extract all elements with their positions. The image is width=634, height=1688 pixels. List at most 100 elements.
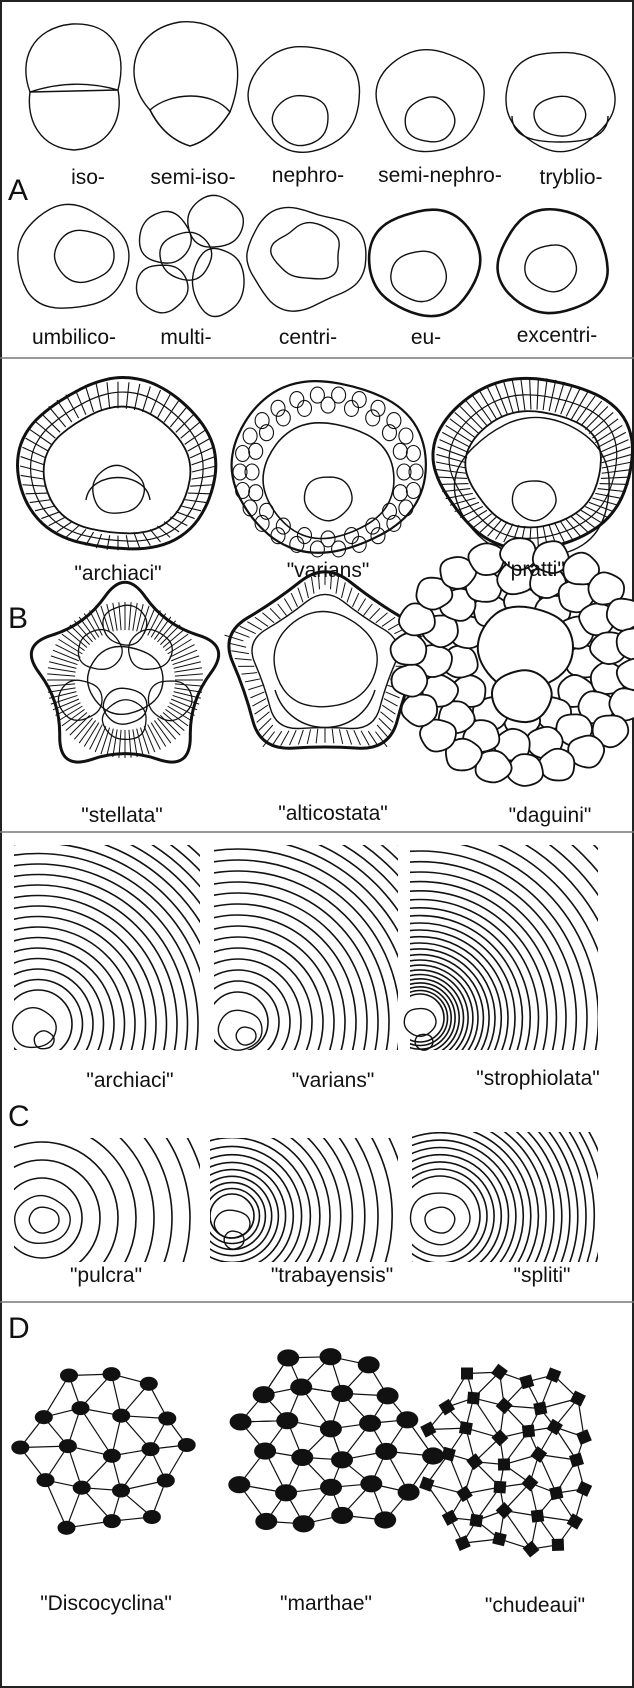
section-d-letter: D bbox=[8, 1312, 30, 1345]
chamberlet-wall bbox=[450, 419, 476, 438]
annulus-arc bbox=[175, 959, 301, 1085]
annulus-arc bbox=[362, 960, 478, 1076]
annulus-arc bbox=[310, 908, 530, 1128]
deuteroconch-outline bbox=[274, 612, 377, 707]
chamberlet-wall bbox=[537, 378, 538, 410]
embryo-chamber bbox=[140, 211, 192, 263]
pillar-node bbox=[291, 1449, 313, 1466]
section-c-letter: C bbox=[8, 1100, 30, 1133]
chamberlet bbox=[345, 400, 359, 416]
chamberlet-wall bbox=[281, 731, 289, 746]
chamberlet-wall bbox=[381, 712, 394, 723]
annulus-arc bbox=[21, 805, 455, 1239]
annulus-label: "pulcra" bbox=[70, 1264, 142, 1287]
chamberlet-wall bbox=[595, 425, 622, 442]
protoconch-outline bbox=[425, 1207, 455, 1233]
chamberlet-wall bbox=[438, 477, 468, 478]
embryo-nephro bbox=[248, 47, 359, 153]
chamberlet bbox=[352, 392, 366, 408]
annulus-arc bbox=[294, 1070, 586, 1362]
annulus-line bbox=[31, 392, 204, 541]
network-discocyclina bbox=[11, 1367, 195, 1535]
annulus-label: "varians" bbox=[292, 1069, 375, 1092]
deuteroconch-outline bbox=[15, 1196, 71, 1244]
annulus-arc bbox=[302, 900, 539, 1137]
chamberlet-varians bbox=[232, 381, 426, 557]
pillar-node bbox=[320, 1479, 342, 1496]
pillar-node bbox=[157, 1473, 175, 1487]
chamberlet bbox=[345, 528, 359, 544]
chamberlet-wall bbox=[129, 602, 131, 630]
pillar-node bbox=[293, 1515, 315, 1532]
embryo-eu bbox=[369, 210, 480, 316]
chamberlet-wall bbox=[270, 608, 280, 619]
chamberlet-wall bbox=[228, 643, 246, 647]
chamberlet-wall bbox=[248, 685, 262, 689]
chamberlet-wall bbox=[66, 526, 79, 537]
chamberlet-wall bbox=[175, 674, 203, 676]
chamberlet-wall bbox=[22, 485, 45, 486]
chamberlet-wall bbox=[480, 392, 497, 420]
chamberlet bbox=[401, 695, 437, 727]
chamberlet-wall bbox=[30, 500, 52, 503]
annulus-arc bbox=[326, 1102, 554, 1330]
pillar-node bbox=[455, 1535, 471, 1551]
deuteroconch-outline bbox=[18, 204, 129, 308]
chamberlet bbox=[249, 443, 263, 459]
chamberlet-wall bbox=[190, 485, 213, 486]
pillar-node bbox=[103, 1367, 121, 1381]
chamberlet-wall bbox=[21, 457, 45, 465]
protoconch-outline bbox=[405, 97, 455, 142]
chamberlet-pratti bbox=[433, 378, 633, 556]
chamberlet-wall bbox=[386, 692, 400, 698]
chamberlet bbox=[298, 400, 312, 416]
chamberlet-wall bbox=[142, 386, 150, 411]
pillar-node bbox=[531, 1509, 544, 1522]
chamberlet-wall bbox=[342, 582, 346, 598]
chamberlet-wall bbox=[95, 726, 106, 752]
deuteroconch-outline bbox=[506, 53, 615, 152]
deuteroconch-outline bbox=[376, 50, 484, 152]
chamberlet bbox=[399, 428, 413, 444]
annulus-arc bbox=[98, 882, 378, 1162]
pillar-node bbox=[103, 1449, 121, 1463]
chamberlet-wall bbox=[262, 613, 274, 623]
chamberlet-wall bbox=[25, 493, 48, 494]
annulus-arc bbox=[0, 1106, 154, 1330]
annulus-arc bbox=[389, 987, 451, 1049]
protoconch-outline bbox=[271, 223, 339, 279]
chamberlet-wall bbox=[231, 651, 249, 654]
protoconch-outline bbox=[29, 1207, 59, 1233]
pillar-node bbox=[112, 1409, 130, 1423]
chamberlet-wall bbox=[192, 466, 216, 472]
annuli-spliti bbox=[119, 895, 634, 1538]
chamberlet-wall bbox=[298, 588, 303, 603]
pillar-node bbox=[549, 1486, 563, 1500]
annulus-arc bbox=[123, 1107, 341, 1325]
chamberlet-wall bbox=[225, 635, 244, 641]
deuteroconch-outline bbox=[214, 1210, 250, 1238]
chamberlet-wall bbox=[384, 699, 398, 707]
chamberlet-wall bbox=[235, 659, 252, 660]
pillar-node bbox=[58, 1521, 76, 1535]
annulus-arc bbox=[112, 1096, 353, 1337]
embryo-label: semi-nephro- bbox=[378, 164, 502, 187]
chamberlet-wall bbox=[364, 604, 373, 616]
chamberlet-wall bbox=[543, 378, 547, 410]
annuli-strophiolata bbox=[159, 757, 634, 1279]
chamberlet bbox=[243, 428, 257, 444]
annulus-arc bbox=[119, 895, 634, 1538]
chamberlet-wall bbox=[339, 729, 342, 744]
annulus-label: "archiaci" bbox=[86, 1069, 173, 1092]
chamberlet-wall bbox=[347, 730, 352, 745]
chamberlet-wall bbox=[240, 626, 256, 633]
pillar-node bbox=[461, 1368, 473, 1380]
annulus-arc bbox=[186, 970, 290, 1074]
pillar-node bbox=[498, 1458, 510, 1470]
pillar-node bbox=[552, 1539, 564, 1551]
annuli-group bbox=[0, 761, 499, 1283]
protoconch-outline bbox=[512, 481, 556, 521]
chamberlet bbox=[249, 485, 263, 501]
pillar-node bbox=[576, 1429, 592, 1445]
